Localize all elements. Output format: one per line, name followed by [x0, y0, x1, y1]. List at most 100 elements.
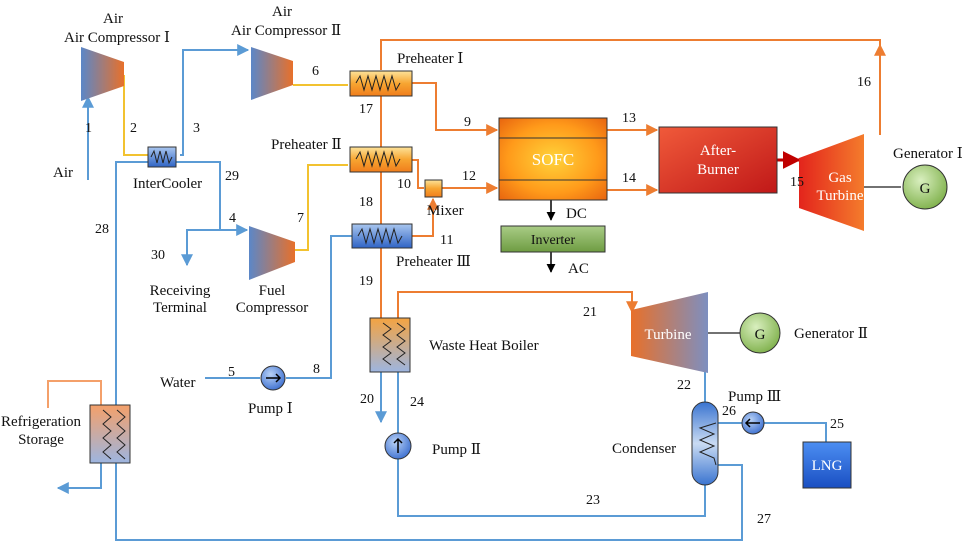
- label-air-input: Air: [53, 165, 73, 181]
- stream-number-6: 6: [312, 64, 319, 79]
- label-fuel-compressor-line1: Fuel: [259, 283, 286, 299]
- refrigeration-loop-top: [47, 380, 102, 408]
- label-air-compressor-1-line1: Air: [103, 11, 123, 27]
- stream-3-line: [180, 44, 250, 156]
- label-ac: AC: [568, 261, 589, 277]
- label-refrigeration-storage-line1: Refrigeration: [1, 414, 81, 430]
- label-gas-turbine-line1: Gas: [828, 170, 851, 186]
- label-after-burner-line1: After-: [700, 143, 736, 159]
- intercooler: [147, 146, 177, 168]
- waste-heat-boiler: [369, 317, 411, 373]
- preheater-3: [351, 223, 413, 249]
- stream-number-12: 12: [462, 169, 476, 184]
- stream-number-8: 8: [313, 362, 320, 377]
- label-after-burner-line2: Burner: [697, 162, 739, 178]
- stream-number-14: 14: [622, 171, 636, 186]
- stream-21-line: [397, 291, 638, 318]
- stream-numbers: 1 2 3 4 5 6 7 8 9 10 11 12 13 14 15 16 1…: [85, 64, 871, 527]
- stream-25-line: [764, 422, 827, 442]
- pump-2: [384, 432, 412, 460]
- component-labels: Air Air Compressor Ⅰ Air Air Compressor …: [1, 4, 963, 474]
- stream-number-1: 1: [85, 121, 92, 136]
- label-refrigeration-storage-line2: Storage: [18, 432, 64, 448]
- stream-number-13: 13: [622, 111, 636, 126]
- stream-number-29: 29: [225, 169, 239, 184]
- stream-number-20: 20: [360, 392, 374, 407]
- stream-23-line: [397, 455, 706, 517]
- stream-number-2: 2: [130, 121, 137, 136]
- fuel-compressor-shape: [249, 226, 295, 280]
- label-pump-3: Pump Ⅲ: [728, 389, 781, 405]
- stream-number-17: 17: [359, 102, 373, 117]
- stream-number-10: 10: [397, 177, 411, 192]
- label-gas-turbine-line2: Turbine: [817, 188, 864, 204]
- label-air-compressor-1: Air Compressor Ⅰ: [64, 30, 170, 46]
- label-water-input: Water: [160, 375, 195, 391]
- label-condenser: Condenser: [612, 441, 676, 457]
- stream-27-line: [115, 463, 743, 541]
- stream-number-22: 22: [677, 378, 691, 393]
- label-pump-1: Pump Ⅰ: [248, 401, 293, 417]
- stream-lines: [47, 39, 901, 541]
- air-compressor-2-shape: [251, 47, 293, 100]
- pump-1: [260, 365, 286, 391]
- stream-7-line: [295, 164, 348, 251]
- preheater-2: [349, 146, 413, 173]
- lng-tank-shape: [802, 441, 852, 489]
- air-compressor-1-shape: [81, 47, 124, 101]
- label-air-compressor-2: Air Compressor Ⅱ: [231, 23, 341, 39]
- stream-11-line: [412, 197, 439, 237]
- stream-16-line: [380, 39, 881, 135]
- stream-number-15: 15: [790, 175, 804, 190]
- stream-number-19: 19: [359, 274, 373, 289]
- stream-number-21: 21: [583, 305, 597, 320]
- label-generator-2-symbol: G: [755, 327, 766, 343]
- stream-28-line: [115, 161, 148, 405]
- gas-turbine-shape: [799, 134, 864, 231]
- stream-number-16: 16: [857, 75, 871, 90]
- stream-number-26: 26: [722, 404, 736, 419]
- label-inverter: Inverter: [531, 233, 576, 248]
- stream-number-18: 18: [359, 195, 373, 210]
- label-intercooler: InterCooler: [133, 176, 202, 192]
- stream-9-line: [412, 82, 499, 136]
- stream-number-30: 30: [151, 248, 165, 263]
- label-preheater-1: Preheater Ⅰ: [397, 51, 463, 67]
- stream-number-25: 25: [830, 417, 844, 432]
- label-pump-2: Pump Ⅱ: [432, 442, 481, 458]
- label-lng: LNG: [812, 458, 843, 474]
- label-mixer: Mixer: [427, 203, 464, 219]
- stream-number-24: 24: [410, 395, 424, 410]
- stream-number-3: 3: [193, 121, 200, 136]
- label-dc: DC: [566, 206, 587, 222]
- stream-number-4: 4: [229, 211, 236, 226]
- stream-number-9: 9: [464, 115, 471, 130]
- label-preheater-3: Preheater Ⅲ: [396, 254, 471, 270]
- sofc-stack: [498, 117, 608, 201]
- label-turbine: Turbine: [645, 327, 692, 343]
- stream-number-11: 11: [440, 233, 453, 248]
- stream-number-28: 28: [95, 222, 109, 237]
- refrigeration-storage: [89, 404, 131, 464]
- label-sofc: SOFC: [532, 150, 575, 169]
- label-preheater-2: Preheater Ⅱ: [271, 137, 342, 153]
- inverter-shape: [500, 225, 606, 253]
- condenser: [691, 401, 719, 486]
- turbine-shape: [631, 292, 708, 373]
- label-receiving-terminal-line2: Terminal: [153, 300, 207, 316]
- label-generator-1: Generator Ⅰ: [893, 146, 963, 162]
- stream-30-line: [181, 229, 220, 267]
- label-receiving-terminal-line1: Receiving: [150, 283, 211, 299]
- generator-1-shape: [902, 164, 948, 210]
- stream-10-line: [412, 159, 424, 189]
- label-air-compressor-2-line1: Air: [272, 4, 292, 20]
- after-burner-shape: [658, 126, 778, 194]
- stream-8-line: [286, 235, 352, 379]
- stream-2-line: [123, 75, 148, 156]
- generator-2-shape: [739, 312, 781, 354]
- stream-number-7: 7: [297, 211, 304, 226]
- stream-29-line: [176, 161, 249, 236]
- stream-number-23: 23: [586, 493, 600, 508]
- label-fuel-compressor-line2: Compressor: [236, 300, 309, 316]
